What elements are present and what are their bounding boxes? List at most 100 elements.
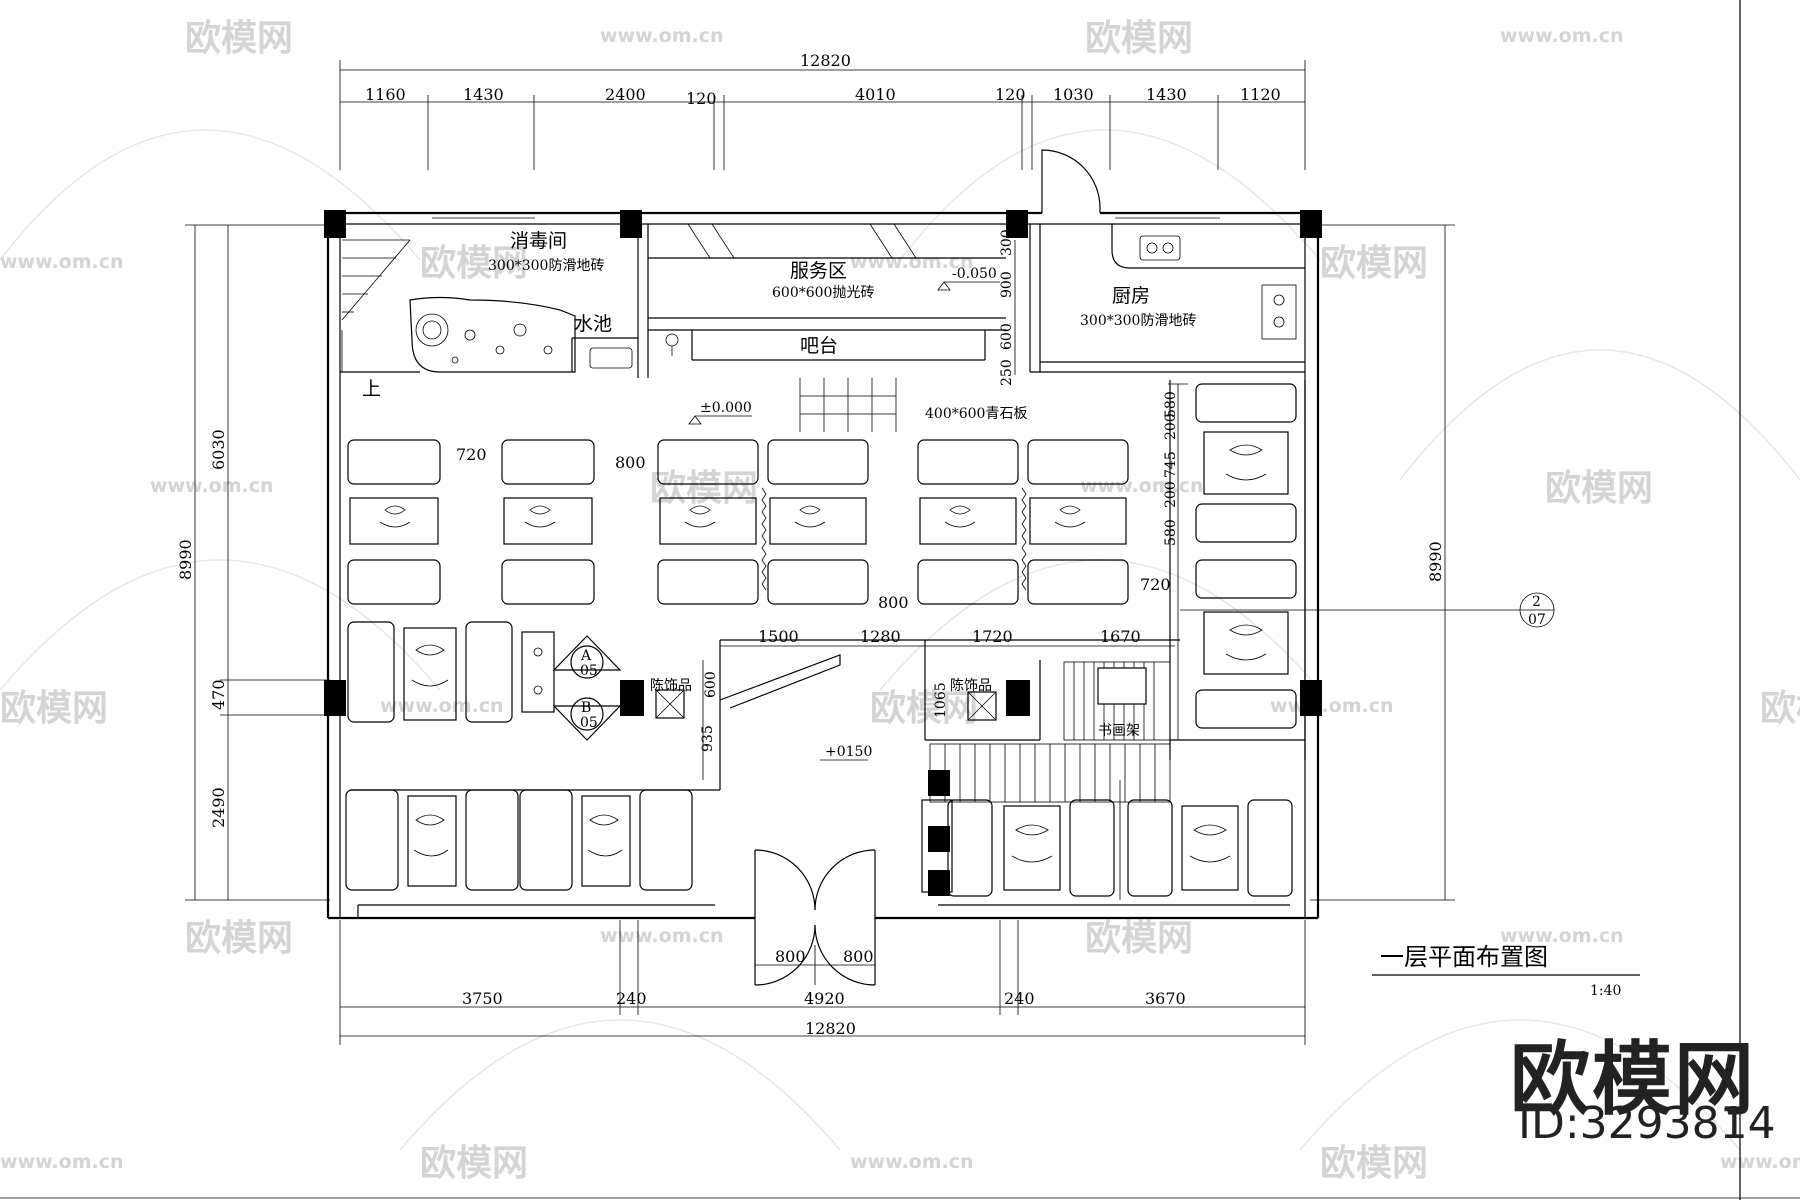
bar-counter-label: 吧台 <box>800 335 838 357</box>
watermark-logo: 欧模网 <box>420 243 528 284</box>
table-b-label: B <box>581 700 591 716</box>
service-level: -0.050 <box>952 266 997 282</box>
display-left-label: 陈饰品 <box>650 677 692 694</box>
wood-floor-area: 书画架 +0150 <box>820 661 1171 896</box>
dim-bottom-segment: 3750 <box>462 989 503 1008</box>
watermark-logo: 欧模网 <box>650 468 758 509</box>
watermark-url: www.om.cn <box>1080 475 1204 497</box>
stone-path <box>799 378 897 432</box>
entrance-doors <box>754 849 876 986</box>
side-dimensions: 8990 6030 470 2490 8990 <box>176 224 1455 901</box>
section-ref-number: 2 <box>1532 594 1541 610</box>
dim-gap-720-right: 720 <box>1140 575 1171 594</box>
stone-path-label: 400*600青石板 <box>925 406 1027 422</box>
watermark-logo: 欧模网 <box>1085 918 1193 959</box>
watermark-url: www.om.cn <box>0 1151 124 1173</box>
dim-r-580b: 580 <box>1163 519 1179 546</box>
dim-v-1065: 1065 <box>933 682 949 718</box>
kitchen-floor-label: 300*300防滑地砖 <box>1080 312 1196 329</box>
disinfection-floor-label: 300*300防滑地砖 <box>488 257 604 274</box>
section-reference: 2 07 <box>1180 592 1555 628</box>
watermark-logo: 欧模网 <box>1320 243 1428 284</box>
back-rooms: 上 消毒间 300*300防滑地砖 水池 服务区 600*600抛光砖 -0 <box>340 149 1305 400</box>
hall-level: ±0.000 <box>700 400 752 416</box>
dim-k-300: 300 <box>999 229 1015 256</box>
dim-right-total: 8990 <box>1426 541 1445 582</box>
table-b-number: 05 <box>580 715 598 731</box>
kitchen-label: 厨房 <box>1112 285 1150 307</box>
watermark-url: www.om.cn <box>1720 1151 1800 1173</box>
stair-up-label: 上 <box>362 378 381 400</box>
dim-top-total: 12820 <box>800 51 851 70</box>
watermark-url: www.om.cn <box>850 1151 974 1173</box>
bottom-dimensions: 3750 240 4920 240 3670 12820 800 800 <box>339 920 1306 1045</box>
dim-top-segment: 2400 <box>605 85 646 104</box>
watermark-url: www.om.cn <box>1500 25 1624 47</box>
dim-gap-720-left: 720 <box>456 445 487 464</box>
dim-gap-800-mid: 800 <box>878 593 909 612</box>
watermark-logo: 欧模网 <box>1545 468 1653 509</box>
dim-gap-800-top: 800 <box>615 453 646 472</box>
dim-top-segment: 1160 <box>365 85 406 104</box>
drawing-title: 一层平面布置图 <box>1380 943 1548 971</box>
service-area-label: 服务区 <box>790 260 847 282</box>
dim-top-segment: 120 <box>995 85 1026 104</box>
drawing-scale: 1:40 <box>1590 983 1621 999</box>
dim-top-segment: 4010 <box>855 85 896 104</box>
watermark-logo: 欧模网 <box>185 18 293 59</box>
dim-bottom-segment: 4920 <box>804 989 845 1008</box>
dim-v-935: 935 <box>700 725 716 752</box>
dim-k-900: 900 <box>999 271 1015 298</box>
dim-bottom-segment: 3670 <box>1145 989 1186 1008</box>
dim-door-left: 800 <box>775 947 806 966</box>
table-a-label: A <box>580 648 592 664</box>
dim-door-right: 800 <box>843 947 874 966</box>
watermark-logo: 欧模网 <box>1085 18 1193 59</box>
watermark-url: www.om.cn <box>0 251 124 273</box>
dim-row-1670: 1670 <box>1100 627 1141 646</box>
dim-row-1500: 1500 <box>758 627 799 646</box>
watermark-url: www.om.cn <box>850 251 974 273</box>
dim-top-segment: 1430 <box>463 85 504 104</box>
watermark-logo: 欧模网 <box>185 918 293 959</box>
watermark-url: www.om.cn <box>1500 925 1624 947</box>
display-right-label: 陈饰品 <box>950 677 992 694</box>
dim-bottom-segment: 240 <box>616 989 647 1008</box>
watermark-logo: 欧模网 <box>1760 688 1800 729</box>
dim-v-600: 600 <box>703 671 719 698</box>
watermark-layer: 欧模网 www.om.cn 欧模网 www.om.cn 欧模网 www.om.c… <box>0 18 1800 1184</box>
dim-r-580a: 580 <box>1163 391 1179 418</box>
dim-r-200a: 200 <box>1163 413 1179 440</box>
dim-top-segment: 120 <box>686 89 717 108</box>
dim-top-segment: 1430 <box>1146 85 1187 104</box>
dim-bottom-segment: 240 <box>1004 989 1035 1008</box>
watermark-arcs <box>0 129 1800 1151</box>
dim-left-segment: 2490 <box>209 787 228 828</box>
watermark-logo: 欧模网 <box>420 1143 528 1184</box>
brand-logo-text: 欧模网 <box>1510 1033 1756 1126</box>
dim-k-250: 250 <box>999 359 1015 386</box>
dim-row-1720: 1720 <box>972 627 1013 646</box>
central-partitions: 陈饰品 陈饰品 600 935 1065 <box>350 639 1180 791</box>
section-ref-sheet: 07 <box>1528 612 1546 628</box>
top-dimensions: 12820 1160 1430 2400 120 4010 120 1030 1… <box>339 51 1306 170</box>
outer-walls <box>326 211 1320 920</box>
brand-id: ID:3293814 <box>1518 1098 1776 1149</box>
dim-r-745: 745 <box>1163 451 1179 478</box>
watermark-logo: 欧模网 <box>0 688 108 729</box>
service-floor-label: 600*600抛光砖 <box>772 285 874 301</box>
dim-bottom-total: 12820 <box>805 1019 856 1038</box>
watermark-url: www.om.cn <box>150 475 274 497</box>
table-a-number: 05 <box>580 663 598 679</box>
dim-left-total: 8990 <box>176 539 195 580</box>
disinfection-room-label: 消毒间 <box>510 230 567 252</box>
shelf-label: 书画架 <box>1098 723 1140 739</box>
drawing-title-block: 一层平面布置图 1:40 <box>1372 943 1640 999</box>
sink-label: 水池 <box>574 313 612 335</box>
dim-left-segment: 6030 <box>209 429 228 470</box>
watermark-url: www.om.cn <box>600 25 724 47</box>
dim-top-segment: 1030 <box>1053 85 1094 104</box>
dim-top-segment: 1120 <box>1240 85 1281 104</box>
